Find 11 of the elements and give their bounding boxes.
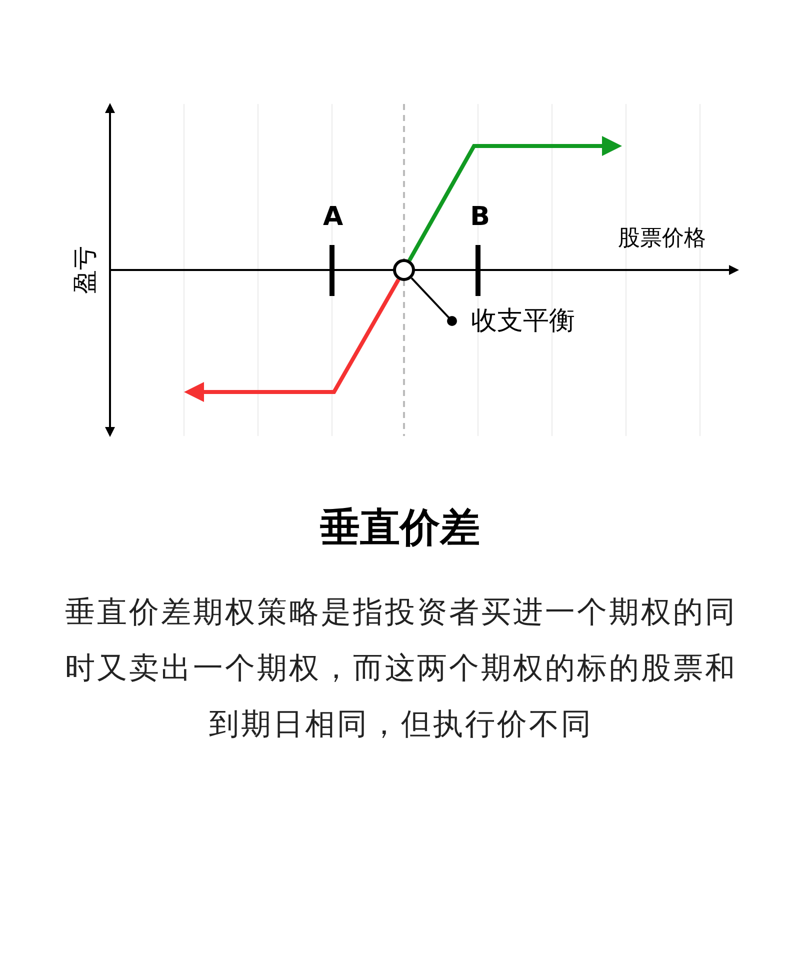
title: 垂直价差 [319, 504, 481, 553]
callout-text: 收支平衡 [471, 306, 575, 336]
strike-label: B [470, 202, 490, 232]
axis-label: 盈亏 [70, 246, 100, 294]
axis-label: 股票价格 [618, 225, 706, 253]
payoff-arrow [408, 136, 622, 262]
payoff-arrow [184, 278, 400, 402]
description-paragraph: 垂直价差期权策略是指投资者买进一个期权的同时又卖出一个期权，而这两个期权的标的股票和到期日相同，但执行价不同 [64, 594, 738, 744]
strike-label: A [322, 202, 344, 232]
breakeven-circle [393, 259, 415, 281]
leader-line [410, 277, 457, 326]
